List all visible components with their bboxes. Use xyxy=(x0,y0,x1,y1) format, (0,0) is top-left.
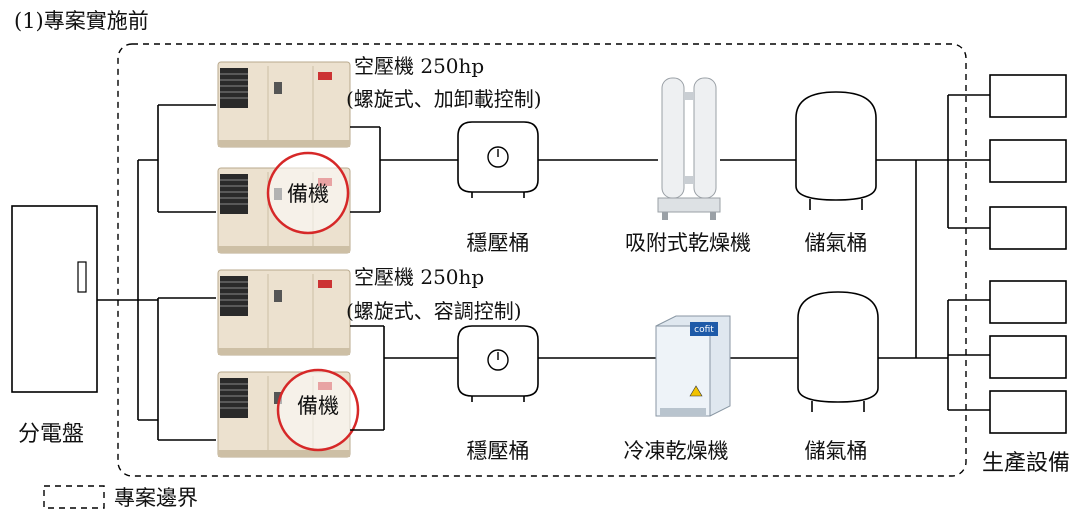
compressor-1-spec: 空壓機 250hp xyxy=(354,54,484,78)
distribution-panel-label: 分電盤 xyxy=(18,422,84,447)
refrigerated-dryer: cofit xyxy=(655,315,731,417)
power-wiring xyxy=(97,104,216,441)
standby-label-2: 備機 xyxy=(297,394,339,418)
production-equipment-4 xyxy=(989,280,1067,324)
distribution-panel xyxy=(11,205,98,393)
compressor-1-control: (螺旋式、加卸載控制) xyxy=(346,87,542,111)
production-equipment-1 xyxy=(989,74,1067,118)
diagram-title: (1)專案實施前 xyxy=(14,9,149,33)
production-equipment-label: 生產設備 xyxy=(982,451,1070,476)
production-equipment-5 xyxy=(989,335,1067,379)
legend-boundary-label: 專案邊界 xyxy=(114,486,198,510)
surge-tank-1 xyxy=(457,121,539,198)
adsorption-dryer-label: 吸附式乾燥機 xyxy=(625,231,751,255)
surge-tank-2 xyxy=(457,325,539,402)
standby-marker-1 xyxy=(266,151,350,235)
distribution-piping xyxy=(876,94,990,411)
compressor-2-control: (螺旋式、容調控制) xyxy=(346,299,522,323)
compressor-unit-2 xyxy=(217,269,351,356)
refrigerated-dryer-label: 冷凍乾燥機 xyxy=(624,439,729,463)
refrigerated-dryer-brand: cofit xyxy=(694,325,714,335)
compressor-2-spec: 空壓機 250hp xyxy=(354,265,484,289)
air-receiver-2 xyxy=(797,291,879,412)
production-equipment-3 xyxy=(989,206,1067,250)
legend-boundary-swatch xyxy=(43,485,105,509)
main-piping xyxy=(538,159,798,359)
air-receiver-1 xyxy=(795,91,877,210)
production-equipment-2 xyxy=(989,139,1067,183)
compressor-outlet-piping xyxy=(350,126,458,431)
air-receiver-1-label: 儲氣桶 xyxy=(805,231,868,255)
project-boundary xyxy=(117,43,967,477)
standby-label-1: 備機 xyxy=(287,182,329,206)
surge-tank-2-label: 穩壓桶 xyxy=(467,439,530,463)
air-receiver-2-label: 儲氣桶 xyxy=(805,439,868,463)
surge-tank-1-label: 穩壓桶 xyxy=(467,231,530,255)
standby-marker-2 xyxy=(276,368,360,452)
adsorption-dryer xyxy=(657,77,721,220)
production-equipment-6 xyxy=(989,390,1067,434)
compressor-unit-1 xyxy=(217,61,351,148)
